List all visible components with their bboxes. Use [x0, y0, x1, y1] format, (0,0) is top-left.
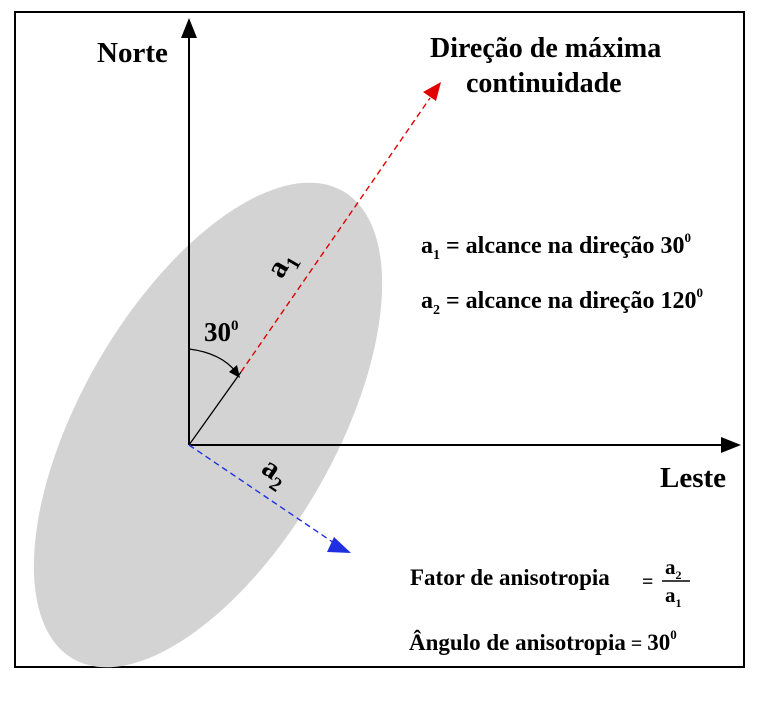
- major-axis-arrowhead: [423, 82, 441, 101]
- factor-equals: =: [642, 571, 653, 593]
- anisotropy-ellipse: [33, 182, 383, 668]
- east-arrowhead: [721, 437, 741, 453]
- east-label: Leste: [660, 462, 726, 494]
- north-label: Norte: [97, 37, 168, 69]
- direction-title-line2: continuidade: [466, 68, 622, 99]
- factor-label: Fator de anisotropia: [410, 565, 610, 590]
- legend-a2: a2 = alcance na direção 1200: [421, 285, 703, 318]
- angle-formula: Ângulo de anisotropia=300: [409, 627, 677, 655]
- direction-title-line1: Direção de máxima: [430, 33, 661, 64]
- angle-arc-arrowhead: [229, 365, 240, 378]
- legend-a1: a1 = alcance na direção 300: [421, 230, 691, 263]
- north-arrowhead: [181, 18, 197, 38]
- minor-axis-arrowhead: [327, 537, 351, 553]
- major-axis-dashed: [240, 97, 431, 373]
- factor-denominator: a1: [665, 583, 682, 610]
- factor-numerator: a2: [665, 555, 682, 582]
- angle-label: 300: [204, 317, 239, 347]
- major-axis-solid: [188, 371, 242, 446]
